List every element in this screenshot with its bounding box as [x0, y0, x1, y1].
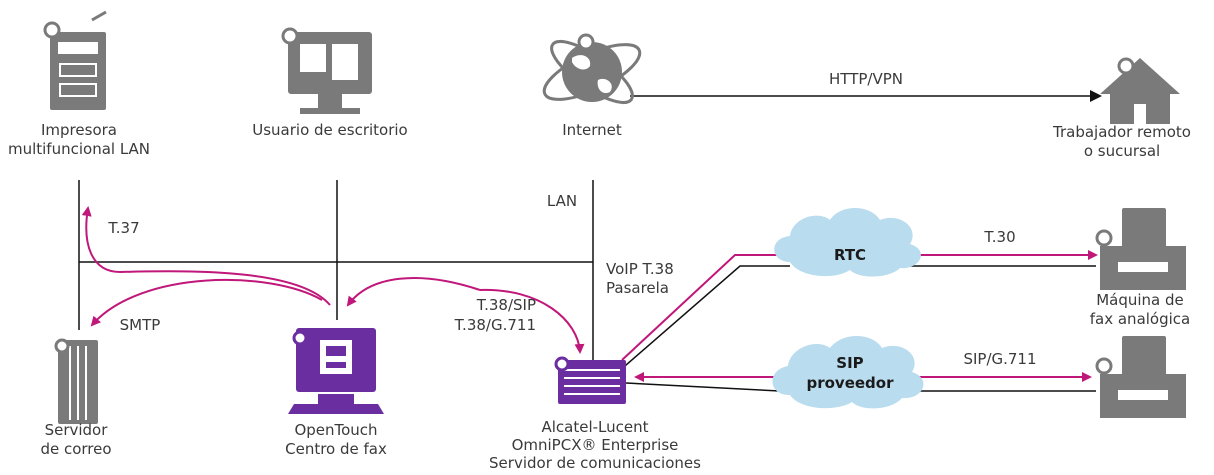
t38-arrow-left: [346, 277, 481, 307]
pstn-flow: [621, 255, 1096, 361]
remote-label-1: Trabajador remoto: [1052, 123, 1191, 141]
fax-monitor-icon: [288, 328, 384, 414]
smtp-label: SMTP: [120, 316, 161, 334]
gateway-label-2: Pasarela: [606, 279, 669, 297]
pbx-icon: [554, 356, 626, 404]
fax-machine-icon-2: [1095, 336, 1186, 418]
mail-server-label-2: de correo: [40, 440, 111, 458]
sip-cloud-label-1: SIP: [836, 354, 863, 372]
rtc-cloud: RTC: [774, 208, 921, 277]
trunk-lines: [617, 265, 1096, 392]
t37-arrow: [81, 206, 331, 306]
lan-bus: [78, 180, 594, 362]
desktop-label: Usuario de escritorio: [252, 121, 408, 139]
sip-g711-label: SIP/G.711: [963, 350, 1036, 368]
globe-icon: [542, 33, 642, 104]
smtp-arrow: [90, 278, 323, 327]
t30-label: T.30: [983, 228, 1015, 246]
remote-label-2: o sucursal: [1084, 142, 1160, 160]
fax-center-label-1: OpenTouch: [294, 421, 377, 439]
http-vpn-label: HTTP/VPN: [829, 70, 903, 88]
gateway-label-1: VoIP T.38: [606, 260, 674, 278]
printer-icon: [43, 10, 107, 110]
fax-flows: [81, 206, 1096, 382]
fax-center-label-2: Centro de fax: [285, 440, 387, 458]
sip-cloud-label-2: proveedor: [806, 374, 894, 392]
t38-g711-label: T.38/G.711: [454, 316, 536, 334]
analog-fax-label-1: Máquina de: [1096, 291, 1184, 309]
t38-arrow-right: [479, 288, 585, 354]
rtc-label: RTC: [834, 246, 866, 264]
pbx-label-3: Servidor de comunicaciones: [489, 454, 701, 472]
pbx-label-1: Alcatel-Lucent: [541, 418, 648, 436]
lan-label: LAN: [547, 192, 577, 210]
printer-label-1: Impresora: [41, 121, 117, 139]
desktop-icon: [281, 27, 372, 114]
analog-fax-label-2: fax analógica: [1090, 310, 1190, 328]
t38-sip-label: T.38/SIP: [476, 296, 536, 314]
house-icon: [1100, 57, 1180, 124]
t37-label: T.37: [107, 219, 139, 237]
pbx-label-2: OmniPCX® Enterprise: [512, 436, 679, 454]
mail-server-label-1: Servidor: [45, 421, 109, 439]
sip-cloud: SIP proveedor: [772, 336, 924, 409]
internet-label: Internet: [562, 121, 622, 139]
server-icon: [54, 338, 98, 424]
printer-label-2: multifuncional LAN: [8, 140, 150, 158]
fax-machine-icon: [1095, 208, 1186, 290]
